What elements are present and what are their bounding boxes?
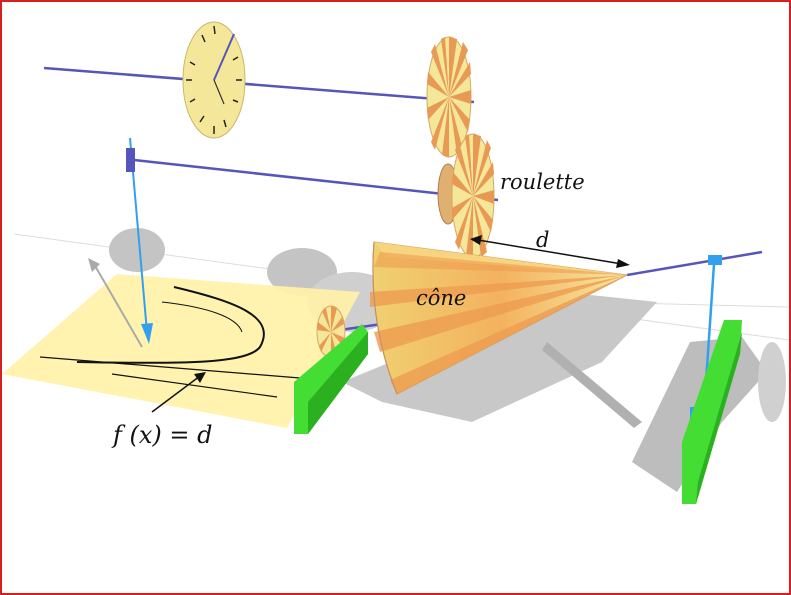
equation-label: f (x) = d	[111, 421, 213, 449]
roulette-wheel	[437, 133, 495, 259]
guide-arrow	[88, 258, 143, 348]
plate	[2, 274, 360, 428]
equation-arrow	[151, 372, 206, 413]
d-label: d	[536, 228, 549, 252]
supports	[294, 320, 742, 504]
upper-wheel	[426, 36, 472, 158]
plate-graph	[39, 286, 301, 398]
pointer-rod	[126, 137, 153, 344]
cone	[370, 241, 629, 395]
d-dimension-arrow	[470, 235, 630, 268]
roulette-label: roulette	[500, 170, 585, 194]
cone-label: cône	[416, 286, 466, 310]
dial-disc	[182, 21, 246, 139]
